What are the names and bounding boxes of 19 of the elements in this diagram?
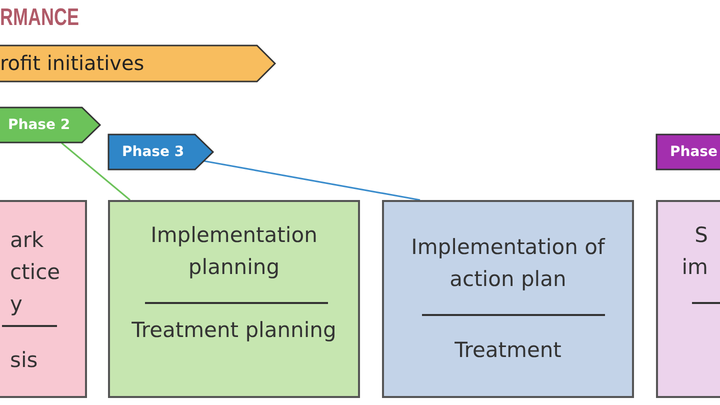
tag-label: rofit initiatives bbox=[0, 50, 144, 77]
step-title: Implementation planning bbox=[150, 222, 318, 281]
process-box bbox=[108, 200, 360, 398]
process-box bbox=[382, 200, 634, 398]
tag-label: Phase 2 bbox=[8, 116, 70, 135]
step-subtitle: Treatment planning bbox=[130, 317, 338, 344]
connector-line bbox=[61, 142, 131, 201]
step-title: Implementation of action plan bbox=[410, 234, 606, 293]
step-title: ark ctice y bbox=[10, 227, 62, 318]
tag-label: Phase bbox=[670, 143, 718, 162]
title: RMANCE bbox=[0, 4, 79, 32]
arrow-banner bbox=[0, 45, 275, 82]
step-subtitle: Treatment bbox=[454, 337, 562, 364]
step-title: S im bbox=[680, 222, 708, 281]
tag-label: Phase 3 bbox=[122, 143, 184, 162]
phase-tag bbox=[108, 134, 213, 170]
connector-line bbox=[204, 160, 420, 201]
phase-tag bbox=[0, 107, 100, 143]
step-subtitle: sis bbox=[10, 347, 39, 374]
